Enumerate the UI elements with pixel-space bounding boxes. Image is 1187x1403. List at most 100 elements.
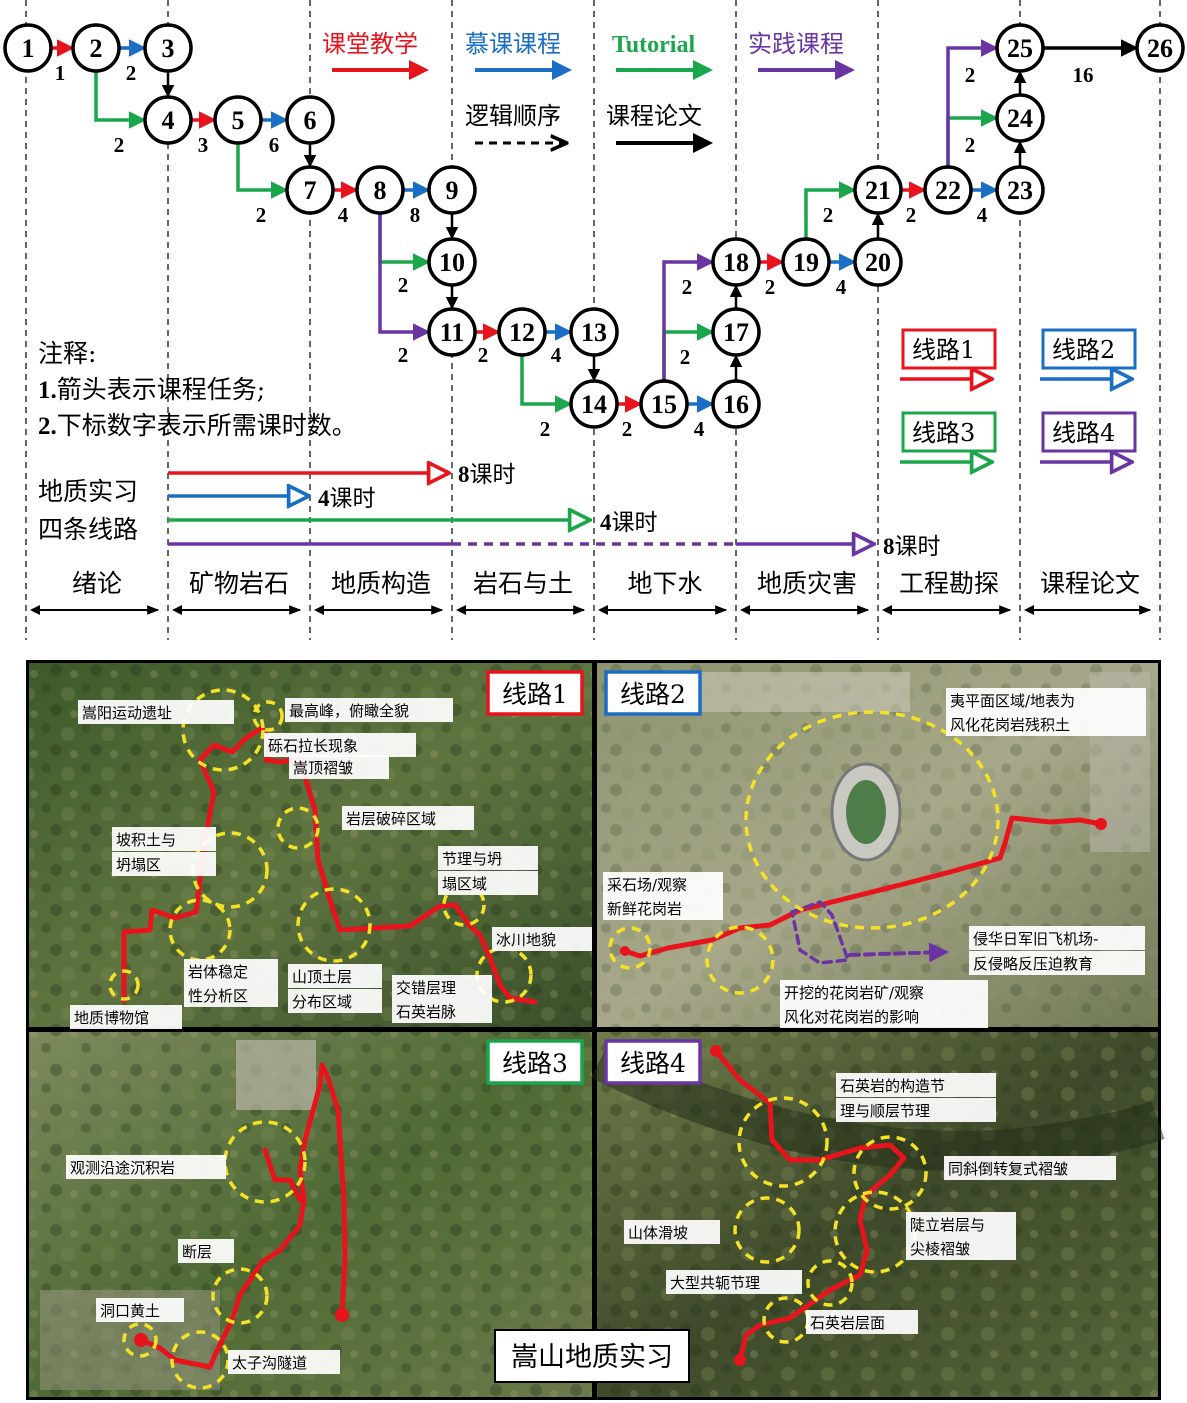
field-hours-2-value: 4: [318, 486, 330, 511]
node-2-label: 2: [90, 34, 103, 63]
edge-2-4: [94, 71, 147, 129]
edge-hours-11: 2: [478, 343, 489, 367]
svg-text:夷平面区域/地表为: 夷平面区域/地表为: [950, 692, 1075, 710]
node-24: 24: [995, 93, 1045, 143]
map-4-label-3: 同斜倒转复式褶皱: [944, 1156, 1116, 1180]
field-hours-1-unit: 课时: [470, 462, 516, 488]
map-2-label-2: 风化花岗岩残积土: [946, 712, 1146, 736]
node-15: 15: [639, 379, 689, 429]
node-22: 22: [923, 165, 973, 215]
node-15-label: 15: [651, 390, 677, 419]
svg-text:塌区域: 塌区域: [442, 875, 487, 893]
node-5: 5: [213, 95, 263, 145]
edge-hours-16: 2: [680, 345, 691, 369]
field-practice-label-1: 地质实习: [38, 477, 138, 506]
node-21: 21: [853, 165, 903, 215]
map-4-label-1: 石英岩的构造节: [836, 1073, 996, 1097]
edge-hours-5: 6: [269, 133, 280, 157]
node-11-label: 11: [440, 318, 465, 347]
route4-path: [713, 1048, 907, 1363]
svg-text:分布区域: 分布区域: [292, 993, 352, 1011]
notes-line1: 1.箭头表示课程任务;: [38, 375, 265, 404]
map-1-label-10: 冰川地貌: [492, 927, 592, 951]
edge-hours-21: 2: [906, 203, 917, 227]
route-legend-4: 线路4: [1052, 419, 1115, 447]
svg-text:观测沿途沉积岩: 观测沿途沉积岩: [70, 1159, 175, 1177]
edge-hours-7: 4: [338, 203, 349, 227]
edge-hours-6: 2: [256, 203, 267, 227]
section-7: 工程勘探: [899, 569, 999, 598]
map-4-label-4: 山体滑坡: [624, 1220, 720, 1244]
map-panel-4-title: 线路4: [620, 1049, 686, 1078]
node-8: 8: [355, 165, 405, 215]
svg-text:山体滑坡: 山体滑坡: [628, 1224, 688, 1242]
svg-text:性分析区: 性分析区: [188, 987, 248, 1005]
edge-19-21: [804, 181, 857, 239]
course-edges: [51, 39, 1139, 413]
edge-hours-22: 4: [977, 203, 988, 227]
edge-hours-19: 4: [836, 275, 847, 299]
edge-hours-3: 2: [114, 133, 125, 157]
edge-hours-13: 2: [540, 417, 551, 441]
edge-15-18: [662, 253, 715, 381]
svg-text:嵩阳运动遗址: 嵩阳运动遗址: [82, 704, 172, 722]
node-14: 14: [569, 379, 619, 429]
node-3-label: 3: [162, 34, 175, 63]
node-18: 18: [711, 237, 761, 287]
svg-text:岩体稳定: 岩体稳定: [188, 963, 248, 981]
map-1-label-6: 坡积土与: [112, 827, 216, 851]
node-10: 10: [427, 237, 477, 287]
field-practice: 地质实习 四条线路 8课时 4课时 4课时 8课时: [38, 462, 941, 560]
map-1-label-3: 砾石拉长现象: [264, 733, 416, 757]
route-legend: 线路1 线路2 线路3 线路4: [900, 328, 1137, 462]
edge-22-25: [946, 39, 999, 167]
map-panels: [26, 660, 1165, 1400]
notes-title: 注释:: [38, 339, 96, 368]
edge-hours-1: 1: [55, 61, 66, 85]
svg-text:地质博物馆: 地质博物馆: [74, 1009, 149, 1027]
svg-text:太子沟隧道: 太子沟隧道: [232, 1354, 307, 1372]
caption: 嵩山地质实习: [494, 1329, 690, 1383]
edge-hours-18: 2: [765, 275, 776, 299]
edge-hours-24: 2: [965, 63, 976, 87]
svg-text:嵩顶褶皱: 嵩顶褶皱: [293, 759, 353, 777]
legend-thesis: 课程论文: [606, 102, 702, 130]
field-hours-1: 8课时: [458, 462, 516, 488]
node-11: 11: [427, 307, 477, 357]
svg-text:断层: 断层: [182, 1243, 212, 1261]
edge-hours-4: 3: [198, 133, 209, 157]
node-24-label: 24: [1007, 104, 1033, 133]
edge-hours-8: 8: [410, 203, 421, 227]
node-12: 12: [497, 307, 547, 357]
section-2: 矿物岩石: [189, 569, 289, 598]
svg-text:同斜倒转复式褶皱: 同斜倒转复式褶皱: [948, 1160, 1068, 1178]
notes-line1-text: 箭头表示课程任务;: [57, 375, 265, 404]
node-19-label: 19: [793, 248, 819, 277]
map-1-label-15: 交错层理: [392, 975, 492, 999]
node-20-label: 20: [865, 248, 891, 277]
node-19: 19: [781, 237, 831, 287]
node-17: 17: [711, 307, 761, 357]
route2-purple-path: [790, 900, 850, 965]
node-7: 7: [285, 165, 335, 215]
svg-text:最高峰，俯瞰全貌: 最高峰，俯瞰全貌: [289, 702, 409, 720]
legend-classroom: 课堂教学: [322, 30, 418, 58]
svg-text:节理与坍: 节理与坍: [442, 850, 502, 868]
field-hours-4-unit: 课时: [895, 534, 941, 560]
svg-text:尖棱褶皱: 尖棱褶皱: [910, 1240, 970, 1258]
section-5: 地下水: [627, 569, 702, 598]
node-6-label: 6: [304, 106, 317, 135]
node-3: 3: [143, 23, 193, 73]
field-hours-2: 4课时: [318, 486, 376, 512]
section-1: 绪论: [72, 569, 122, 598]
map-1-label-1: 嵩阳运动遗址: [78, 700, 234, 724]
svg-text:坡积土与: 坡积土与: [116, 831, 176, 849]
section-6: 地质灾害: [757, 569, 857, 598]
node-1-label: 1: [22, 34, 35, 63]
map-routes: [121, 725, 1107, 1370]
map-4-label-5: 陡立岩层与: [906, 1212, 1016, 1236]
